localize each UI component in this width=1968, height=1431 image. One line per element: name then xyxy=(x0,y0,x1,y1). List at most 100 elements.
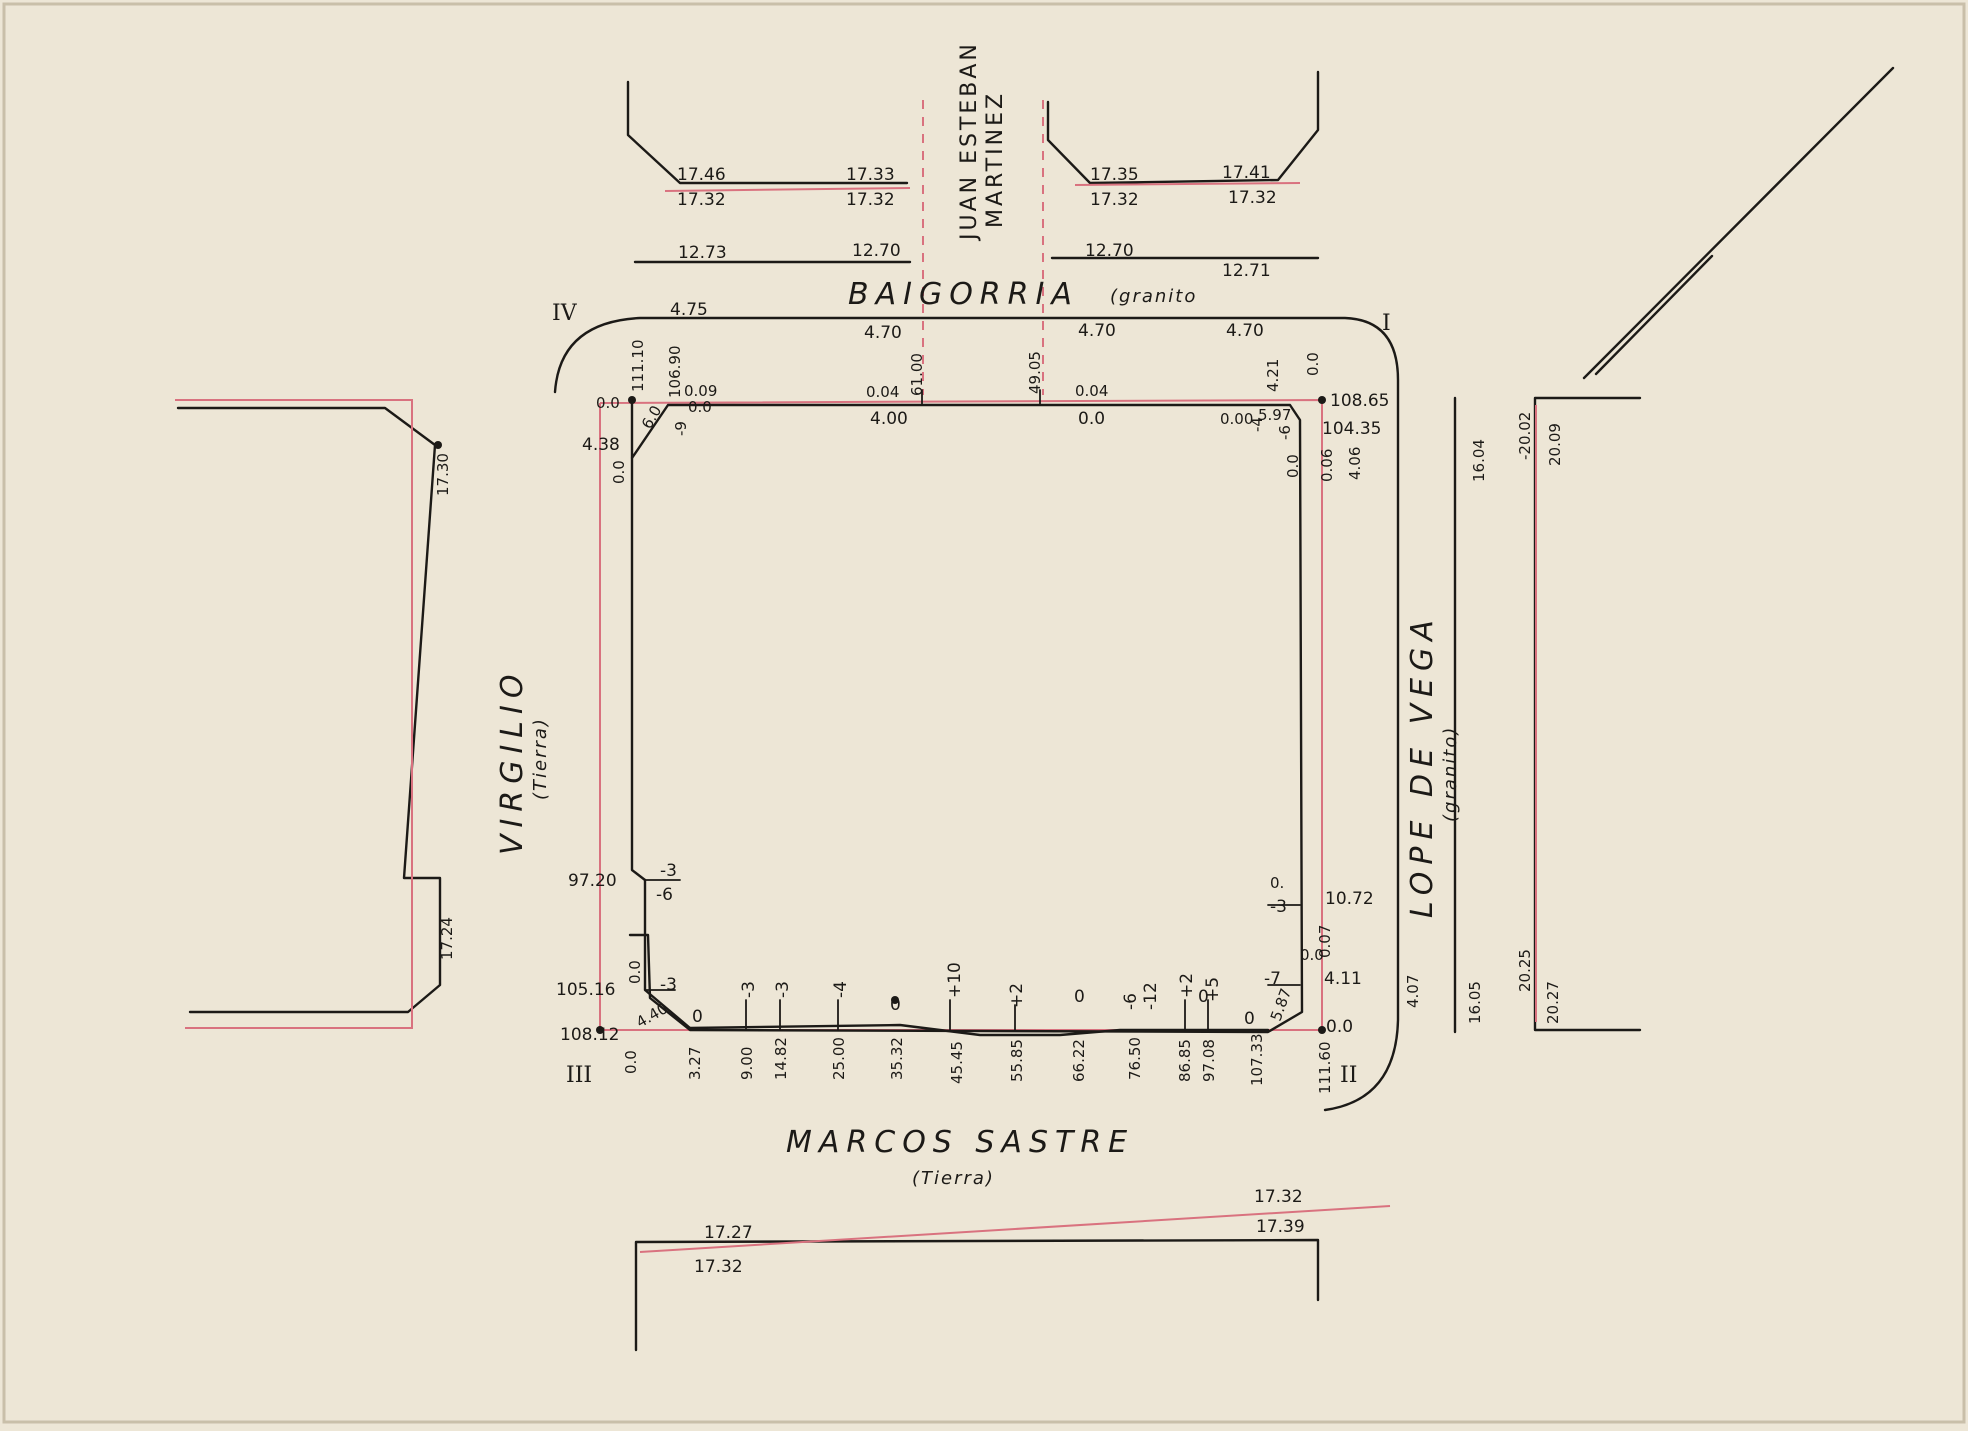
level-top-left-lower-a: 17.32 xyxy=(677,190,726,210)
corner-dot-iii xyxy=(596,1026,604,1034)
street-label-virgilio: VIRGILIO xyxy=(495,668,530,855)
right-value-e: 4.06 xyxy=(1346,447,1364,480)
bottom-level-marks: 0 -3 -3 -4 0 +10 +2 0 -6 -12 +2 0 +5 0 xyxy=(692,962,1255,1029)
main-block-outline xyxy=(628,398,1304,1034)
top-zero-1: 0.0 xyxy=(596,394,620,412)
level-mark: 0 xyxy=(890,995,901,1015)
level-mark: -3 xyxy=(739,981,759,998)
left-value-j: 108.12 xyxy=(560,1025,619,1045)
top-zero-4: 0.0 xyxy=(688,398,712,416)
level-left-lower: 17.24 xyxy=(438,917,456,960)
level-mark: +10 xyxy=(945,962,965,998)
corner-dot-iv xyxy=(628,396,636,404)
bottom-block-outline xyxy=(634,1238,1320,1352)
top-value-2: 106.90 xyxy=(666,346,684,399)
street-label-juan-esteban: JUAN ESTEBAN xyxy=(957,41,982,242)
street-surface-baigorria: (granito xyxy=(1110,286,1197,307)
corner-label-i: I xyxy=(1382,311,1391,336)
chainage-value: 3.27 xyxy=(686,1047,704,1080)
street-surface-marcos-sastre: (Tierra) xyxy=(912,1168,995,1189)
level-bottom-upper-c: 17.39 xyxy=(1256,1217,1305,1237)
top-width-4: 4.70 xyxy=(1226,321,1264,341)
level-mark: -6 xyxy=(1121,993,1141,1010)
top-right-block-outline xyxy=(1046,70,1320,185)
top-value-6: 49.05 xyxy=(1026,351,1044,394)
corner-label-iii: III xyxy=(566,1063,592,1088)
left-block-dot xyxy=(434,441,442,449)
top-value-8: 4.21 xyxy=(1264,359,1282,392)
level-mark: -3 xyxy=(773,981,793,998)
left-block-red-line xyxy=(175,399,413,1029)
corner-label-ii: II xyxy=(1340,1063,1357,1088)
level-mark: +2 xyxy=(1177,973,1197,998)
chainage-value: 111.60 xyxy=(1316,1042,1334,1095)
level-mark: 0 xyxy=(1244,1009,1255,1029)
curb-level-c: 12.70 xyxy=(1085,241,1134,261)
left-value-b: 0.0 xyxy=(610,460,628,484)
bottom-station-ticks xyxy=(745,999,1209,1031)
right-value-f: 0. xyxy=(1270,874,1284,892)
street-label-baigorria: BAIGORRIA xyxy=(848,277,1079,312)
main-block-curb xyxy=(553,316,1400,1112)
curb-level-b: 12.70 xyxy=(852,241,901,261)
level-mark: 0 xyxy=(1074,987,1085,1007)
top-value-3: 0.09 xyxy=(684,382,717,400)
level-top-right-lower-a: 17.32 xyxy=(1090,190,1139,210)
right-value-h: 10.72 xyxy=(1325,889,1374,909)
top-width-2: 4.70 xyxy=(864,323,902,343)
top-zero-8: 5.97 xyxy=(1258,406,1291,424)
right-value-k: 4.11 xyxy=(1324,969,1362,989)
level-mark: -4 xyxy=(831,981,851,998)
level-bottom-upper-a: 17.27 xyxy=(704,1223,753,1243)
right-value-o: 4.07 xyxy=(1404,975,1422,1008)
street-label-marcos-sastre: MARCOS SASTRE xyxy=(786,1125,1134,1160)
left-value-f: 105.16 xyxy=(556,980,615,1000)
chainage-value: 76.50 xyxy=(1126,1037,1144,1080)
level-right-f: 20.27 xyxy=(1544,981,1562,1024)
level-top-right-upper-b: 17.41 xyxy=(1222,163,1271,183)
chainage-value: 14.82 xyxy=(772,1037,790,1080)
left-value-d: -3 xyxy=(660,861,677,881)
top-zero-6: 0.0 xyxy=(1078,409,1105,429)
right-value-l: 0.0 xyxy=(1326,1017,1353,1037)
right-value-b: 104.35 xyxy=(1322,419,1381,439)
chainage-value: 97.08 xyxy=(1200,1039,1218,1082)
top-zero-10: -6 xyxy=(1276,425,1294,440)
level-right-c: 20.09 xyxy=(1546,423,1564,466)
left-block-outline xyxy=(176,406,442,1014)
chainage-value: 9.00 xyxy=(738,1047,756,1080)
chainage-value: 0.0 xyxy=(622,1050,640,1074)
street-surface-lope-de-vega: (granito) xyxy=(1440,726,1461,822)
top-width-3: 4.70 xyxy=(1078,321,1116,341)
street-surface-virgilio: (Tierra) xyxy=(530,717,551,800)
right-value-n: 0.0 xyxy=(1300,946,1324,964)
corner-label-iv: IV xyxy=(552,301,578,326)
level-mark: +2 xyxy=(1007,983,1027,1008)
chainage-value: 55.85 xyxy=(1008,1039,1026,1082)
top-zero-9: -4 xyxy=(1248,417,1266,432)
level-bottom-lower-a: 17.32 xyxy=(694,1257,743,1277)
left-value-a: 4.38 xyxy=(582,435,620,455)
street-label-martinez: MARTINEZ xyxy=(983,91,1008,228)
level-right-d: 16.05 xyxy=(1466,981,1484,1024)
top-width-1: 4.75 xyxy=(670,300,708,320)
level-right-a: 16.04 xyxy=(1470,439,1488,482)
level-right-b: -20.02 xyxy=(1516,412,1534,460)
top-right-block xyxy=(1046,70,1320,260)
curb-level-d: 12.71 xyxy=(1222,261,1271,281)
level-mark: 0 xyxy=(1198,987,1209,1007)
right-value-j: -7 xyxy=(1264,969,1281,989)
level-top-right-upper-a: 17.35 xyxy=(1090,165,1139,185)
street-label-lope-de-vega: LOPE DE VEGA xyxy=(1405,613,1440,918)
main-block-bottom-edge xyxy=(688,1023,1270,1037)
chainage-value: 107.33 xyxy=(1248,1034,1266,1087)
bottom-block-red-line xyxy=(639,1205,1391,1253)
curb-level-a: 12.73 xyxy=(678,243,727,263)
left-value-e: -6 xyxy=(656,885,673,905)
level-mark: +5 xyxy=(1203,977,1223,1002)
diagonal-line-a xyxy=(1582,66,1895,380)
bottom-chainage: 0.0 3.27 9.00 14.82 25.00 35.32 45.45 55… xyxy=(622,1034,1334,1095)
chainage-value: 35.32 xyxy=(888,1037,906,1080)
top-zero-7: 0.00 xyxy=(1220,410,1253,428)
